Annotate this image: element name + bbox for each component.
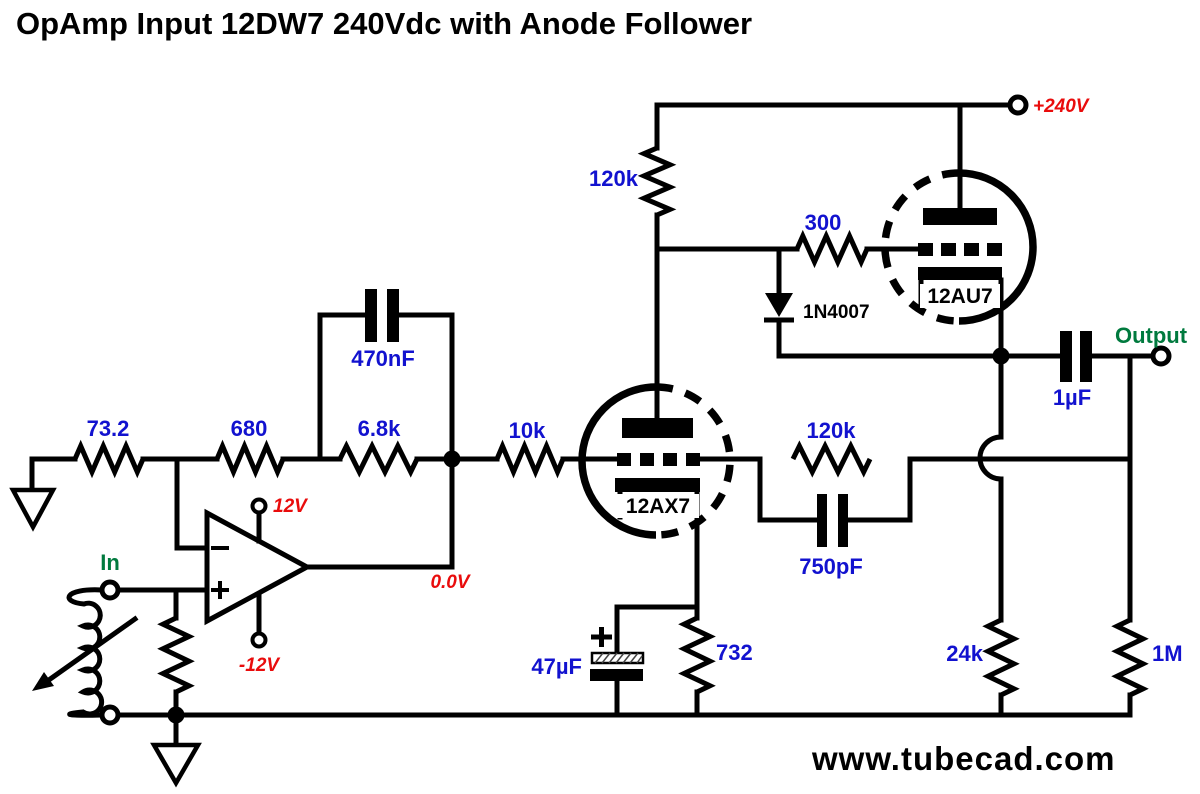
triode-12au7: 12AU7 <box>881 169 1037 359</box>
anode-plate <box>622 418 693 438</box>
triode-12ax7: 12AX7 <box>578 383 734 621</box>
input-source-coil <box>32 587 139 718</box>
resistor-value-label: 10k <box>509 418 546 443</box>
resistor-plate-load: 120k <box>589 145 677 218</box>
junction-dot <box>443 450 461 468</box>
resistor-follower-cathode: 24k <box>946 617 1020 698</box>
grid-dashes <box>617 453 700 466</box>
grid-dashes <box>918 243 1002 256</box>
resistor-opamp-feedback: 6.8k <box>337 416 420 478</box>
resistor-value-label: 1M <box>1152 641 1183 666</box>
resistor-unlabeled-shunt <box>157 615 195 695</box>
tube-name-label: 12AU7 <box>927 285 992 308</box>
variable-arrow-shaft <box>42 615 139 686</box>
variable-arrow-head <box>32 672 54 691</box>
coil-winding <box>66 587 105 718</box>
output-dc-label: 0.0V <box>430 572 470 593</box>
diode-part-label: 1N4007 <box>803 302 870 323</box>
junction-dot <box>167 706 185 724</box>
capacitor-anode-feedback: 750pF <box>799 494 863 579</box>
ground-symbol <box>150 742 202 788</box>
wires <box>29 102 1155 748</box>
positive-supply-terminal <box>250 497 268 515</box>
resistor-value-label: 732 <box>716 640 753 665</box>
positive-supply-label: 12V <box>273 496 308 517</box>
input-port-label: In <box>100 550 120 575</box>
anode-plate <box>923 208 997 225</box>
negative-supply-terminal <box>250 631 268 649</box>
tube-name-label: 12AX7 <box>626 495 690 518</box>
capacitor-opamp-feedback: 470nF <box>351 289 415 371</box>
website-credit: www.tubecad.com <box>812 740 1116 777</box>
b-plus-terminal <box>1007 94 1029 116</box>
opamp: 12V -12V 0.0V <box>204 496 471 676</box>
output-terminal <box>1150 345 1172 367</box>
capacitor-value-label: 1µF <box>1053 385 1091 410</box>
cathode-bar <box>615 478 700 492</box>
diode-triangle <box>765 293 793 317</box>
resistor-value-label: 300 <box>805 210 842 235</box>
tube-envelope-dashed <box>655 383 734 539</box>
resistor-value-label: 24k <box>946 641 983 666</box>
input-terminal-return <box>99 704 121 726</box>
b-plus-label: +240V <box>1033 96 1090 117</box>
resistor-output-load: 1M <box>1111 617 1183 698</box>
resistor-grid-series: 10k <box>494 418 566 479</box>
resistor-value-label: 73.2 <box>87 416 130 441</box>
resistor-value-label: 120k <box>589 166 639 191</box>
capacitor-output-coupling: 1µF <box>1053 331 1092 410</box>
hatch-fill <box>594 652 643 664</box>
tube-envelope-solid <box>958 169 1037 325</box>
negative-supply-label: -12V <box>239 655 280 676</box>
capacitor-value-label: 470nF <box>351 346 415 371</box>
capacitor-value-label: 47µF <box>531 654 582 679</box>
diode-1n4007: 1N4007 <box>764 293 870 323</box>
ground-symbol <box>9 487 57 532</box>
resistor-anode-feedback: 120k <box>790 418 873 478</box>
capacitor-cathode-bypass-electrolytic: 47µF <box>531 627 645 681</box>
input-terminal-hot <box>99 579 121 601</box>
cathode-bar <box>918 267 1002 280</box>
junction-dot <box>992 347 1010 365</box>
capacitor-value-label: 750pF <box>799 554 863 579</box>
output-port-label: Output <box>1115 323 1188 348</box>
tube-envelope-dashed <box>881 169 960 325</box>
resistor-value-label: 680 <box>231 416 268 441</box>
resistor-input-shunt: 73.2 <box>72 416 146 479</box>
resistor-value-label: 120k <box>807 418 857 443</box>
resistor-feedback-series: 680 <box>214 416 286 479</box>
resistor-value-label: 6.8k <box>358 416 402 441</box>
page-title: OpAmp Input 12DW7 240Vdc with Anode Foll… <box>16 6 753 41</box>
resistor-follower-grid: 300 <box>794 210 870 269</box>
tube-envelope-solid <box>578 383 657 539</box>
resistor-cathode: 732 <box>678 615 753 695</box>
